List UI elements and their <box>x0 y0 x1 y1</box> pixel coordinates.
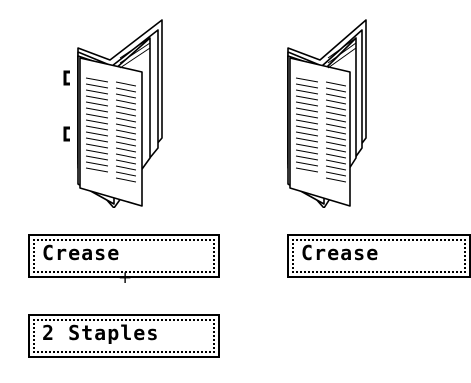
crease-button-focus-ring <box>33 239 215 273</box>
booklet-folded-icon <box>287 19 367 208</box>
booklet-stapled-icon <box>63 19 163 208</box>
crease-only-button-label: Crease <box>301 241 380 265</box>
crease-button-label: Crease <box>42 241 121 265</box>
crease-only-button[interactable]: Crease <box>287 234 471 278</box>
two-staples-button-label: 2 Staples <box>42 321 160 345</box>
two-staples-button[interactable]: 2 Staples <box>28 314 220 358</box>
plus-connector: + <box>118 268 133 288</box>
crease-only-button-focus-ring <box>292 239 466 273</box>
crease-button[interactable]: Crease <box>28 234 220 278</box>
two-staples-button-focus-ring <box>33 319 215 353</box>
